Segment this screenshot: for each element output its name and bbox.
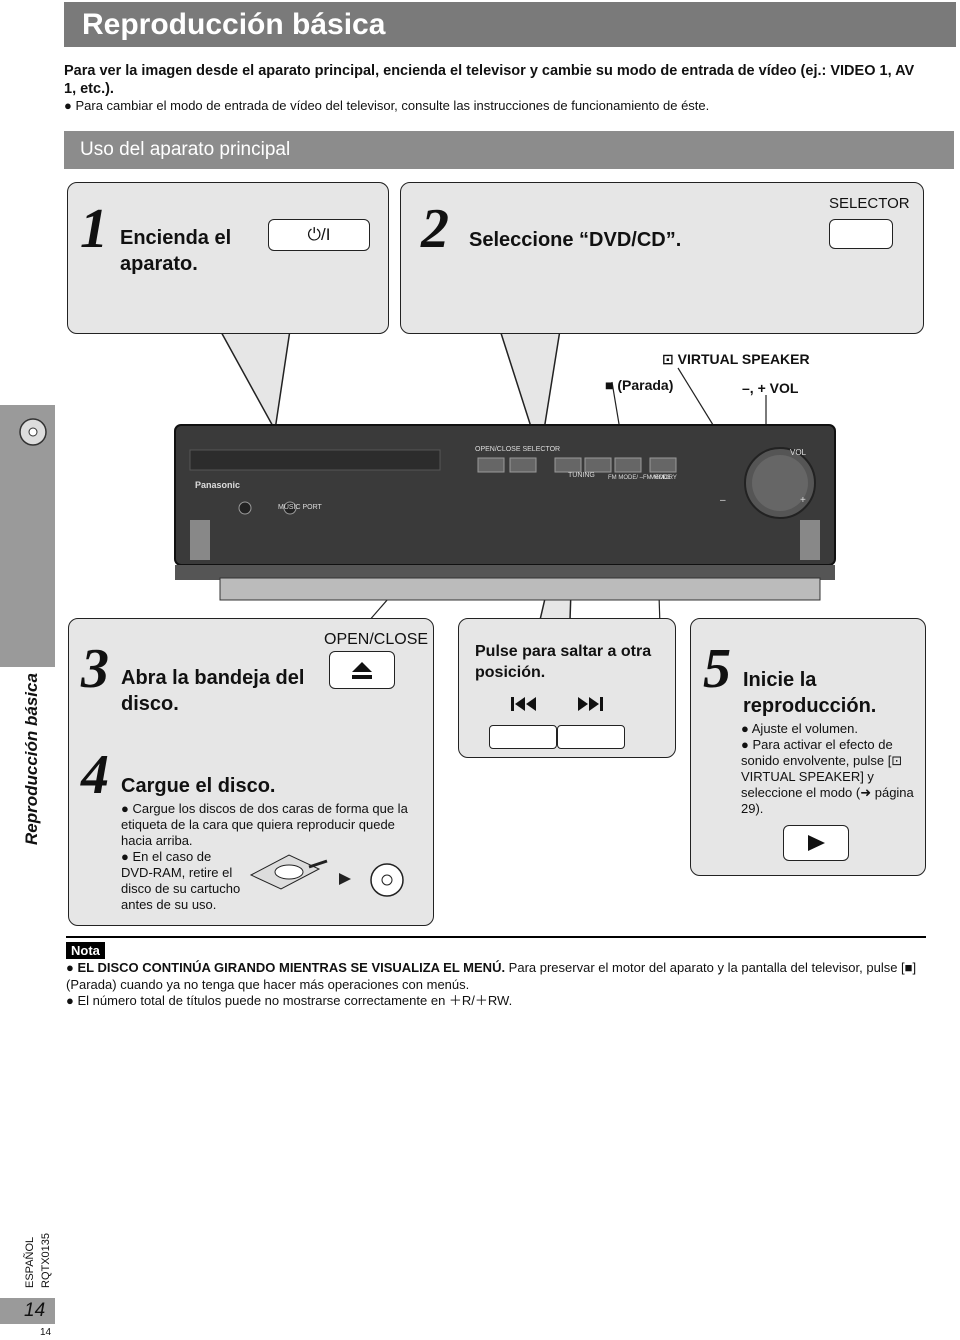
step5-callout: 5 Inicie la reproducción. ● Ajuste el vo…: [690, 618, 926, 876]
skip-forward-icon: [578, 697, 603, 711]
bullet-icon: ●: [741, 737, 749, 752]
step5-bullet-1: ● Ajuste el volumen.: [741, 721, 921, 737]
fm-mode-label: FM MODE/ –FM MODE: [608, 475, 672, 481]
page-number-box: 14: [0, 1298, 55, 1324]
step3-number: 3: [81, 638, 109, 700]
page-number-small: 14: [40, 1327, 52, 1338]
memory-label: MEMORY: [650, 475, 677, 481]
step3-text: Abra la bandeja del disco.: [121, 667, 305, 715]
virtual-speaker-icon: ⊡: [662, 351, 674, 367]
eject-icon: [352, 662, 372, 679]
step1-text: Encienda el aparato.: [120, 227, 232, 275]
device-plus: +: [800, 495, 806, 506]
step5-bullet-2: ● Para activar el efecto de sonido envol…: [741, 737, 921, 817]
vol-label: –, + VOL: [742, 380, 799, 396]
stop-label: ■ (Parada): [605, 377, 673, 393]
page-title: Reproducción básica: [82, 8, 386, 41]
step5-bullet-2-text: Para activar el efecto de sonido envolve…: [741, 737, 914, 816]
intro-bullet-text: Para cambiar el modo de entrada de vídeo…: [75, 98, 710, 113]
power-button[interactable]: ⏻/I: [268, 219, 370, 251]
skip-callout: Pulse para saltar a otra posición.: [458, 618, 676, 758]
music-port-label: MUSIC PORT: [278, 504, 322, 511]
step1-callout: 1 Encienda el aparato. ⏻/I: [67, 182, 389, 334]
bullet-icon: ●: [66, 993, 74, 1008]
intro-text: Para ver la imagen desde el aparato prin…: [64, 63, 915, 97]
step2-text: Seleccione “DVD/CD”.: [469, 229, 682, 251]
nota-body: ● EL DISCO CONTINÚA GIRANDO MIENTRAS SE …: [66, 960, 926, 1010]
step4-text: Cargue el disco.: [121, 775, 276, 797]
nota-item-1-bold: EL DISCO CONTINÚA GIRANDO MIENTRAS SE VI…: [77, 960, 506, 975]
nota-rule: [66, 936, 926, 938]
page-number: 14: [24, 1300, 46, 1321]
play-button[interactable]: [783, 825, 849, 861]
step34-callout: 3 Abra la bandeja del disco. OPEN/CLOSE …: [68, 618, 434, 926]
intro-bullet: ● Para cambiar el modo de entrada de víd…: [64, 98, 924, 114]
open-close-label: OPEN/CLOSE: [324, 631, 429, 648]
skip-text: Pulse para saltar a otra posición.: [475, 643, 652, 681]
nota-item-1-rest: Para preservar el motor del aparato y la…: [66, 960, 917, 992]
side-tab-label: Reproducción básica: [22, 673, 41, 845]
cartridge-illustration: [249, 854, 404, 897]
step4-bullet-2-text: En el caso de DVD-RAM, retire el disco d…: [121, 849, 241, 912]
step4-bullet-1: ● Cargue los discos de dos caras de form…: [121, 801, 421, 849]
step5-text: Inicie la reproducción.: [743, 669, 877, 717]
skip-back-icon: [511, 697, 536, 711]
footer-code: RQTX0135: [40, 1232, 52, 1288]
side-tab: [0, 405, 55, 667]
tuning-label: TUNING: [568, 472, 595, 479]
open-close-button[interactable]: [329, 651, 395, 689]
step4-number: 4: [81, 744, 109, 806]
step4-bullet-2: ● En el caso de DVD-RAM, retire el disco…: [121, 849, 241, 913]
bullet-icon: ●: [66, 960, 74, 975]
skip-back-button[interactable]: [489, 725, 557, 749]
step2-number: 2: [421, 198, 449, 260]
nota-item-2: ● El número total de títulos puede no mo…: [66, 993, 926, 1010]
brand-logo: Panasonic: [195, 480, 241, 490]
section-header: Uso del aparato principal: [64, 131, 954, 169]
bullet-icon: ●: [64, 98, 72, 113]
footer-language: ESPAÑOL: [24, 1236, 36, 1288]
bullet-icon: ●: [121, 801, 129, 816]
bullet-icon: ●: [121, 849, 129, 864]
stop-text: (Parada): [617, 377, 674, 393]
step5-bullet-1-text: Ajuste el volumen.: [751, 721, 858, 736]
stop-icon: ■: [605, 377, 614, 393]
selector-button[interactable]: [829, 219, 893, 249]
nota-label: Nota: [66, 942, 105, 959]
section-title: Uso del aparato principal: [80, 139, 291, 160]
device-vol-label: VOL: [790, 448, 807, 457]
step1-number: 1: [80, 198, 108, 260]
title-bar: Reproducción básica: [64, 2, 956, 47]
bullet-icon: ●: [741, 721, 749, 736]
nota-item-2-text: El número total de títulos puede no most…: [77, 993, 513, 1008]
selector-label: SELECTOR: [829, 195, 910, 212]
device-illustration: Panasonic OPEN/CLOSE SELECTOR TUNING FM …: [160, 420, 840, 615]
device-body: [174, 424, 836, 601]
step4-bullet-1-text: Cargue los discos de dos caras de forma …: [121, 801, 408, 848]
pointer-step1: [218, 329, 291, 433]
disc-icon: [19, 418, 47, 446]
open-close-selector-label: OPEN/CLOSE SELECTOR: [475, 446, 561, 453]
play-icon: [808, 835, 825, 851]
nota-item-1: ● EL DISCO CONTINÚA GIRANDO MIENTRAS SE …: [66, 960, 926, 993]
skip-forward-button[interactable]: [557, 725, 625, 749]
step2-callout: 2 Seleccione “DVD/CD”. SELECTOR: [400, 182, 924, 334]
step5-number: 5: [703, 638, 731, 700]
virtual-speaker-text: VIRTUAL SPEAKER: [677, 351, 810, 367]
pointer-virtual: [677, 367, 719, 434]
device-minus: –: [720, 495, 726, 506]
virtual-speaker-label: ⊡ VIRTUAL SPEAKER: [662, 351, 810, 368]
